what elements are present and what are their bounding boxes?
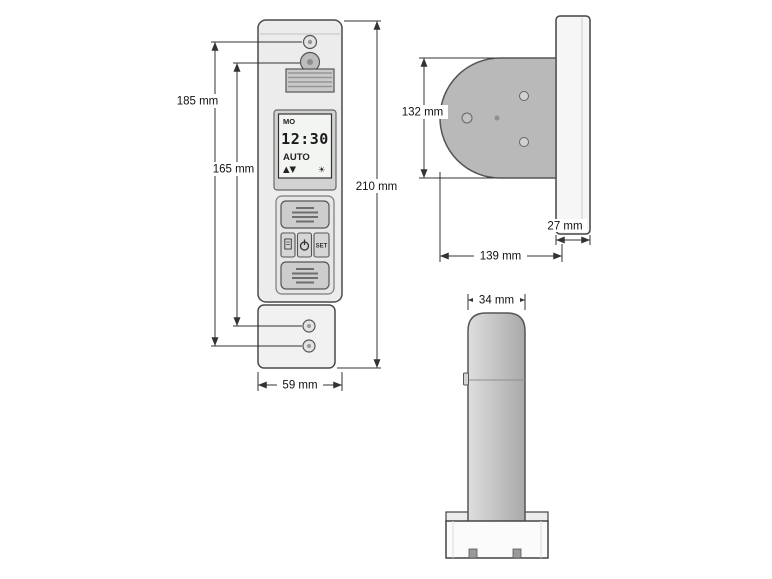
- label-background: [211, 162, 257, 176]
- button-panel: SET: [275, 195, 335, 295]
- dimension-210mm: 210 mm: [337, 20, 400, 369]
- bracket-hole: [461, 112, 473, 124]
- up-button-face: [280, 200, 330, 229]
- label-background: [174, 94, 221, 108]
- menu-button: [280, 232, 296, 258]
- dimension-27mm: 27 mm: [543, 219, 591, 245]
- down-button: [280, 261, 330, 290]
- lower-screw-2: [302, 339, 316, 353]
- dimension-label: 185 mm: [177, 96, 219, 108]
- display-day-text: MO: [283, 117, 295, 126]
- set-button-label: SET: [316, 244, 328, 250]
- belt-outlet: [285, 68, 335, 93]
- wall-plate: [555, 15, 591, 235]
- dimension-label: 165 mm: [213, 164, 255, 176]
- display-time-text: 12:30: [281, 130, 329, 148]
- screw-center: [307, 324, 311, 328]
- dimension-185mm: 185 mm: [174, 41, 302, 347]
- sun-icon: ☀: [318, 166, 326, 176]
- dimension-label: 132 mm: [402, 107, 444, 119]
- device-profile-body: [467, 312, 526, 523]
- set-button-face: [313, 232, 330, 258]
- profile-view: 34 mm: [445, 293, 549, 559]
- device-lower-body: [257, 304, 336, 369]
- dimension-label: 34 mm: [479, 295, 514, 307]
- dimension-label: 210 mm: [356, 181, 398, 193]
- up-button: [280, 200, 330, 229]
- set-button: SET: [313, 232, 330, 258]
- dimension-label: 59 mm: [282, 380, 317, 392]
- screw-center: [307, 39, 313, 45]
- lower-screw-1: [302, 319, 316, 333]
- up-down-arrows-icon: ▲▼: [283, 165, 297, 175]
- dimension-132mm: 132 mm: [398, 57, 494, 179]
- top-screw: [302, 34, 318, 50]
- dimension-34mm: 34 mm: [467, 293, 526, 310]
- front-view: MO 12:30 AUTO ▲▼ ☀: [174, 19, 400, 392]
- label-background: [277, 378, 323, 391]
- label-background: [474, 249, 527, 263]
- base-foot-notch: [512, 548, 522, 559]
- label-background: [543, 219, 587, 232]
- display-mode-text: AUTO: [283, 152, 310, 163]
- base-front-face: [445, 520, 549, 559]
- bracket-hole: [519, 137, 529, 147]
- lcd-display: MO 12:30 AUTO ▲▼ ☀: [273, 109, 337, 191]
- bracket-pivot: [494, 115, 500, 121]
- base-foot-notch: [468, 548, 478, 559]
- dimension-59mm: 59 mm: [257, 372, 343, 392]
- screw-center: [307, 344, 311, 348]
- side-clip: [463, 372, 469, 386]
- dimension-139mm: 139 mm: [439, 172, 563, 263]
- display-screen: [277, 113, 333, 179]
- manual-power-button: [296, 232, 313, 258]
- menu-button-face: [280, 232, 296, 258]
- menu-icon: [284, 238, 292, 250]
- bracket-hole: [519, 91, 529, 101]
- dimension-label: 27 mm: [547, 221, 582, 233]
- label-background: [473, 293, 520, 306]
- side-view: 132 mm 27 mm 139 mm: [398, 15, 591, 263]
- belt-wheel-center: [307, 59, 313, 65]
- dimension-label: 139 mm: [480, 251, 522, 263]
- down-button-face: [280, 261, 330, 290]
- label-background: [398, 105, 448, 119]
- dimension-165mm: 165 mm: [211, 62, 302, 327]
- label-background: [353, 179, 400, 193]
